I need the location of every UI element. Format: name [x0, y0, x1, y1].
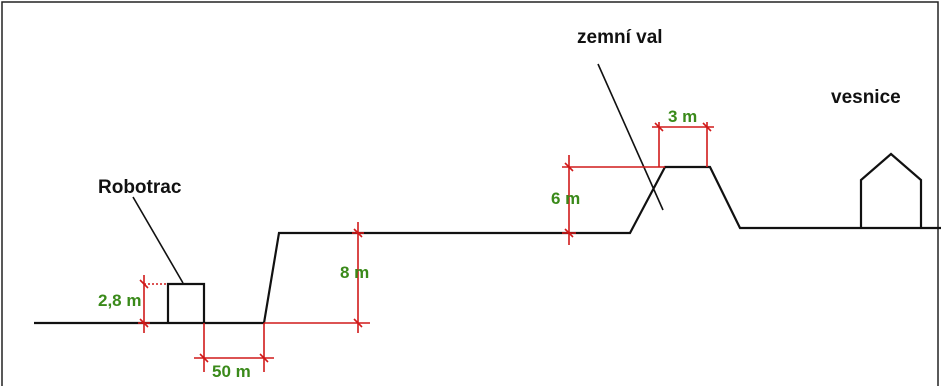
village-label: vesnice — [831, 87, 901, 108]
robotrac-height-label: 2,8 m — [98, 291, 141, 310]
gap-width-label: 50 m — [212, 362, 251, 381]
embankment-pointer — [597, 63, 664, 211]
terrain-profile — [34, 165, 941, 325]
plateau-height-label: 8 m — [340, 263, 369, 282]
robotrac-height-dimension — [138, 275, 168, 333]
embankment-top-dimension — [652, 122, 714, 167]
gap-width-dimension — [194, 323, 274, 372]
robotrac-shape — [166, 282, 206, 323]
robotrac-pointer — [132, 196, 184, 284]
plateau-height-dimension — [264, 222, 370, 333]
village-house — [859, 152, 923, 228]
embankment-top-label: 3 m — [668, 107, 697, 126]
embankment-label: zemní val — [577, 27, 663, 48]
embankment-height-dimension — [562, 155, 665, 245]
robotrac-label: Robotrac — [98, 177, 182, 198]
embankment-height-label: 6 m — [551, 189, 580, 208]
